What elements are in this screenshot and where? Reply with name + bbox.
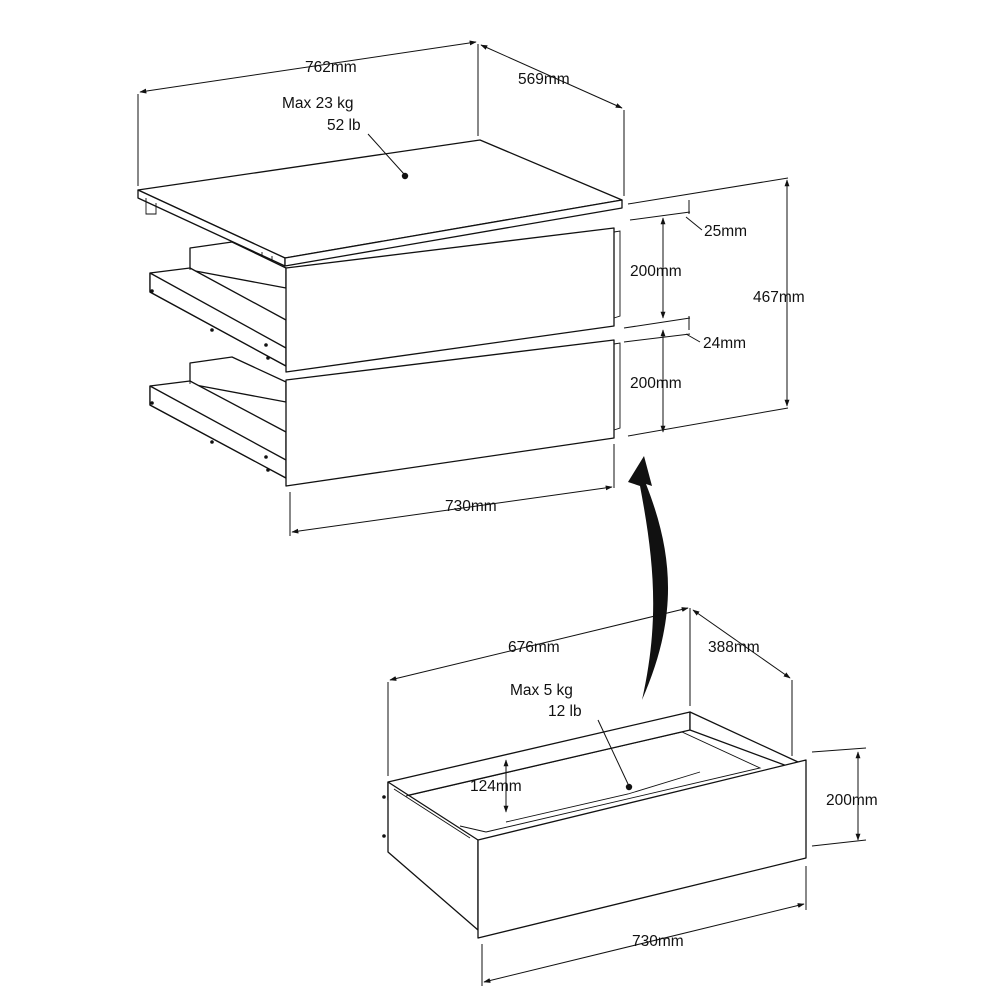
cabinet-load-point	[401, 172, 409, 180]
cabinet-front-width-label: 730mm	[445, 498, 497, 515]
drawer-back-panel	[387, 711, 691, 801]
drawer-dimensions: 676mm 388mm Max 5 kg 12 lb 124mm 200mm 7…	[387, 607, 878, 986]
drawer-front-width-label: 730mm	[632, 933, 684, 950]
drawer-inner-width-label: 676mm	[508, 639, 560, 656]
drawer-inner-height-label: 124mm	[470, 778, 522, 795]
cabinet-dimensions: 762mm 569mm Max 23 kg 52 lb 25mm 200mm 2…	[137, 40, 805, 536]
cabinet-drawer-2	[149, 339, 621, 487]
cabinet-depth-label: 569mm	[518, 71, 570, 88]
cabinet-load-lb: 52 lb	[327, 117, 361, 134]
cabinet-middle-gap-label: 24mm	[703, 335, 746, 352]
drawer-load-kg: Max 5 kg	[510, 682, 573, 699]
cabinet-illustration	[137, 139, 623, 487]
cabinet-width-label: 762mm	[305, 59, 357, 76]
cabinet-drawer-2-height-label: 200mm	[630, 375, 682, 392]
drawer-front-height-label: 200mm	[826, 792, 878, 809]
cabinet-top-gap-label: 25mm	[704, 223, 747, 240]
drawer-front-panel	[477, 759, 807, 939]
drawer-illustration	[382, 711, 807, 939]
cabinet-load-kg: Max 23 kg	[282, 95, 354, 112]
drawer-load-lb: 12 lb	[548, 703, 582, 720]
drawer-inner-depth-label: 388mm	[708, 639, 760, 656]
drawer-load-point	[625, 783, 633, 791]
cabinet-drawer-1	[149, 227, 621, 373]
transfer-arrow	[628, 456, 669, 700]
cabinet-drawer-2-front	[285, 339, 615, 487]
cabinet-drawer-1-front	[285, 227, 615, 373]
curved-arrow-icon	[628, 456, 669, 700]
cabinet-total-height-label: 467mm	[753, 289, 805, 306]
cabinet-drawer-1-height-label: 200mm	[630, 263, 682, 280]
